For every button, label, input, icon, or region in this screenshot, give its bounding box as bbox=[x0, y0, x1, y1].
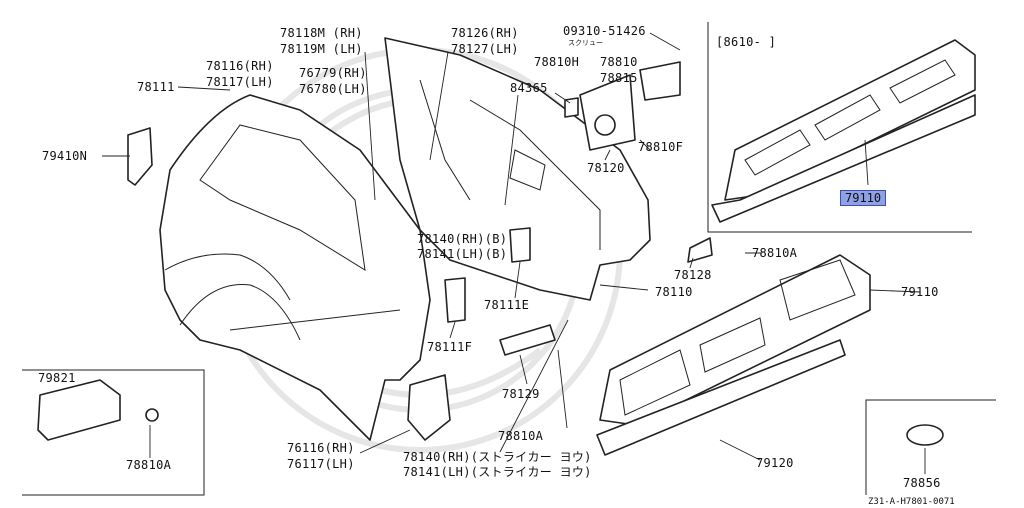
label-79821[interactable]: 79821 bbox=[38, 371, 76, 385]
label-79120[interactable]: 79120 bbox=[756, 456, 794, 470]
label-78117[interactable]: 78117(LH) bbox=[206, 75, 274, 89]
small-parts bbox=[37, 61, 944, 446]
label-79110[interactable]: 79110 bbox=[901, 285, 939, 299]
label-78810[interactable]: 78810 bbox=[600, 55, 638, 69]
label-78141-striker[interactable]: 78141(LH)(ストライカー ヨウ) bbox=[403, 465, 592, 479]
label-78120[interactable]: 78120 bbox=[587, 161, 625, 175]
label-84365[interactable]: 84365 bbox=[510, 81, 548, 95]
label-78810a-left[interactable]: 78810A bbox=[126, 458, 172, 472]
label-78111[interactable]: 78111 bbox=[137, 80, 175, 94]
inset-frame-top-right bbox=[707, 22, 972, 233]
label-78111f[interactable]: 78111F bbox=[427, 340, 473, 354]
label-inset-bracket: [8610- ] bbox=[716, 35, 777, 49]
label-78140-b[interactable]: 78140(RH)(B) bbox=[417, 232, 508, 246]
label-78119m[interactable]: 78119M (LH) bbox=[280, 42, 363, 56]
label-76780[interactable]: 76780(LH) bbox=[299, 82, 367, 96]
label-79410n[interactable]: 79410N bbox=[42, 149, 88, 163]
label-78116[interactable]: 78116(RH) bbox=[206, 59, 274, 73]
rear-panel-79110 bbox=[596, 254, 871, 456]
inset-frame-bottom-right bbox=[865, 399, 996, 495]
label-76117[interactable]: 76117(LH) bbox=[287, 457, 355, 471]
back-panel-79110-inset bbox=[711, 39, 976, 223]
label-78815[interactable]: 78815 bbox=[600, 71, 638, 85]
label-79110-highlighted[interactable]: 79110 bbox=[840, 190, 887, 206]
label-78810h[interactable]: 78810H bbox=[534, 55, 580, 69]
label-78810a-right[interactable]: 78810A bbox=[752, 246, 798, 260]
label-78810f[interactable]: 78810F bbox=[638, 140, 684, 154]
label-09310-51426[interactable]: 09310-51426 bbox=[563, 24, 646, 38]
label-76116[interactable]: 76116(RH) bbox=[287, 441, 355, 455]
label-78127[interactable]: 78127(LH) bbox=[451, 42, 519, 56]
label-78126[interactable]: 78126(RH) bbox=[451, 26, 519, 40]
label-screw-note: スクリュー bbox=[568, 39, 603, 47]
drawing-code: Z31-A-H7801-0071 bbox=[868, 497, 955, 507]
label-78856[interactable]: 78856 bbox=[903, 476, 941, 490]
label-78129[interactable]: 78129 bbox=[502, 387, 540, 401]
leader-lines bbox=[102, 32, 926, 474]
inner-panel-78110 bbox=[384, 37, 651, 301]
label-78141-b[interactable]: 78141(LH)(B) bbox=[417, 247, 508, 261]
label-78110[interactable]: 78110 bbox=[655, 285, 693, 299]
label-78118m[interactable]: 78118M (RH) bbox=[280, 26, 363, 40]
label-78140-striker[interactable]: 78140(RH)(ストライカー ヨウ) bbox=[403, 450, 592, 464]
label-78128[interactable]: 78128 bbox=[674, 268, 712, 282]
label-78111e[interactable]: 78111E bbox=[484, 298, 530, 312]
inset-frame-bottom-left bbox=[22, 369, 205, 496]
label-76779[interactable]: 76779(RH) bbox=[299, 66, 367, 80]
label-78810a-middle[interactable]: 78810A bbox=[498, 429, 544, 443]
quarter-panel-78111 bbox=[159, 94, 431, 441]
